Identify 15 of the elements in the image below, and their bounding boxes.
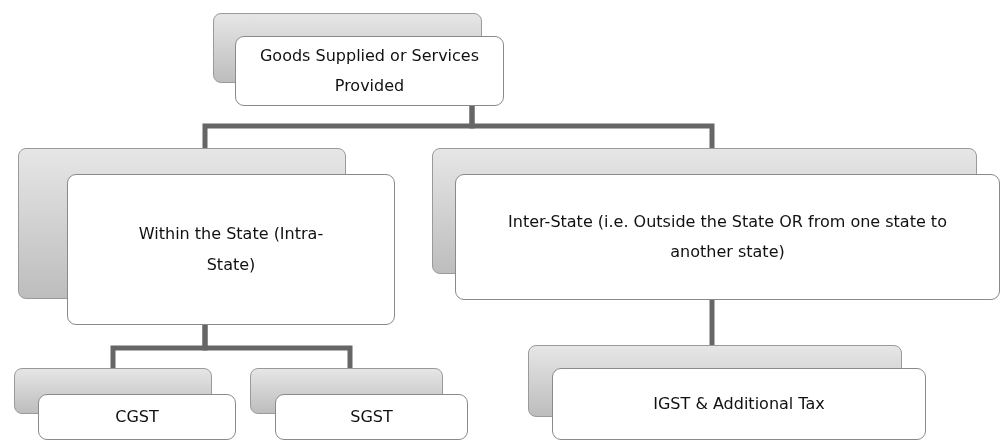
process-box: Within the State (Intra-State) — [67, 174, 395, 325]
stacked-box — [250, 368, 468, 440]
stacked-box — [213, 13, 504, 106]
process-box: Goods Supplied or Services Provided — [235, 36, 504, 106]
process-box: Inter-State (i.e. Outside the State OR from one state to another state) — [455, 174, 1000, 300]
connector-line — [202, 325, 353, 368]
process-box: IGST & Additional Tax — [552, 368, 926, 440]
stacked-box — [18, 148, 395, 325]
stacked-box — [14, 368, 236, 440]
process-box: SGST — [275, 394, 468, 440]
connector-line — [469, 106, 715, 148]
stacked-box — [528, 345, 926, 440]
process-box: CGST — [38, 394, 236, 440]
connector-line — [709, 300, 715, 345]
stacked-box — [432, 148, 1000, 300]
